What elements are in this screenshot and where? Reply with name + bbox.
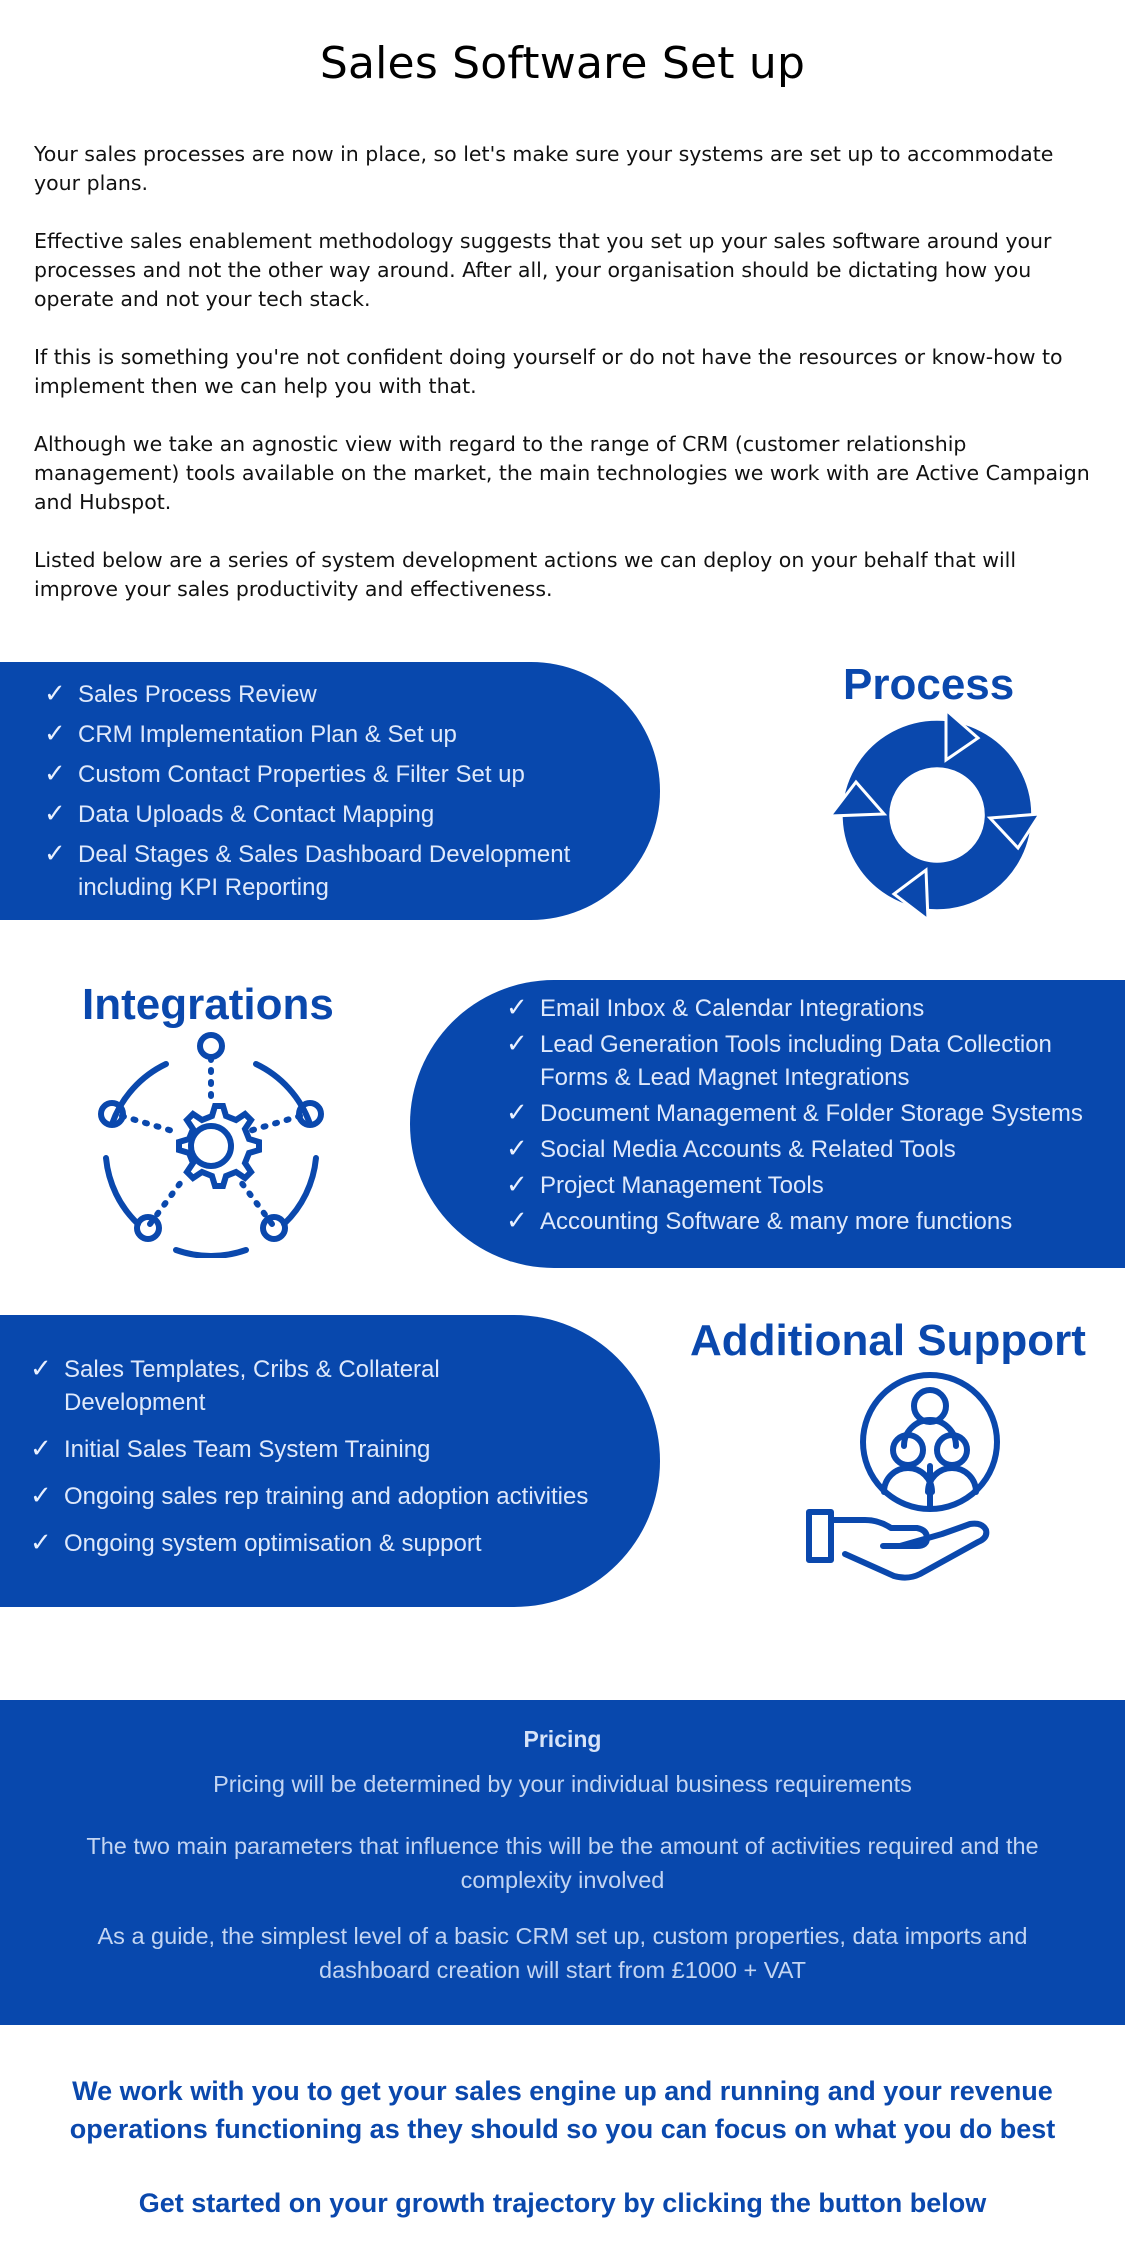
integrations-panel: ✓ Email Inbox & Calendar Integrations ✓ Le… <box>410 980 1125 1268</box>
list-item-label: Document Management & Folder Storage Sys… <box>540 1100 1083 1127</box>
intro-text: Your sales processes are now in place, s… <box>34 140 1094 633</box>
intro-paragraph: Although we take an agnostic view with r… <box>34 432 1090 514</box>
intro-paragraph: Listed below are a series of system deve… <box>34 548 1017 601</box>
intro-paragraph: If this is something you're not confiden… <box>34 345 1063 398</box>
checkmark-icon: ✓ <box>506 1170 528 1200</box>
pricing-panel: Pricing Pricing will be determined by yo… <box>0 1700 1125 2025</box>
checkmark-icon: ✓ <box>44 839 66 869</box>
list-item: ✓ Document Management & Folder Storage Sy… <box>506 1097 1125 1130</box>
list-item: ✓ Initial Sales Team System Training <box>30 1433 630 1466</box>
checkmark-icon: ✓ <box>44 719 66 749</box>
checkmark-icon: ✓ <box>30 1528 52 1558</box>
list-item-label: Deal Stages & Sales Dashboard Developmen… <box>78 841 571 901</box>
checkmark-icon: ✓ <box>506 1206 528 1236</box>
list-item: ✓ Sales Process Review <box>44 678 618 711</box>
closing-cta-text: Get started on your growth trajectory by… <box>138 2188 987 2218</box>
checkmark-icon: ✓ <box>506 993 528 1023</box>
list-item: ✓ Custom Contact Properties & Filter Set … <box>44 758 618 791</box>
list-item: ✓ Lead Generation Tools including Data Co… <box>506 1028 1100 1094</box>
pricing-title: Pricing <box>523 1726 602 1752</box>
list-item-label: CRM Implementation Plan & Set up <box>78 721 457 748</box>
list-item: ✓ Sales Templates, Cribs & Collateral Dev… <box>30 1353 494 1419</box>
support-heading: Additional Support <box>690 1316 1086 1365</box>
list-item-label: Sales Templates, Cribs & Collateral Deve… <box>64 1356 440 1416</box>
list-item: ✓ Data Uploads & Contact Mapping <box>44 798 618 831</box>
list-item: ✓ CRM Implementation Plan & Set up <box>44 718 618 751</box>
list-item-label: Lead Generation Tools including Data Col… <box>540 1031 1052 1091</box>
support-panel: ✓ Sales Templates, Cribs & Collateral Dev… <box>0 1315 660 1607</box>
list-item: ✓ Email Inbox & Calendar Integrations <box>506 992 1106 1025</box>
checkmark-icon: ✓ <box>506 1098 528 1128</box>
integrations-heading: Integrations <box>82 980 334 1029</box>
list-item-label: Ongoing sales rep training and adoption … <box>64 1483 589 1510</box>
list-item: ✓ Project Management Tools <box>506 1169 1106 1202</box>
checkmark-icon: ✓ <box>30 1434 52 1464</box>
page-title: Sales Software Set up <box>319 38 806 89</box>
list-item-label: Ongoing system optimisation & support <box>64 1530 482 1557</box>
list-item: ✓ Ongoing system optimisation & support <box>30 1527 630 1560</box>
process-panel: ✓ Sales Process Review ✓ CRM Implementatio… <box>0 662 660 920</box>
checkmark-icon: ✓ <box>30 1354 52 1384</box>
list-item: ✓ Ongoing sales rep training and adoption… <box>30 1480 630 1513</box>
checkmark-icon: ✓ <box>506 1134 528 1164</box>
intro-paragraph: Effective sales enablement methodology s… <box>34 229 1052 311</box>
list-item-label: Initial Sales Team System Training <box>64 1436 431 1463</box>
list-item-label: Sales Process Review <box>78 681 317 708</box>
pricing-paragraph: The two main parameters that influence t… <box>86 1833 1039 1893</box>
checkmark-icon: ✓ <box>44 759 66 789</box>
support-list: ✓ Sales Templates, Cribs & Collateral Dev… <box>30 1353 630 1574</box>
cycle-arrows-icon <box>828 710 1043 920</box>
list-item-label: Email Inbox & Calendar Integrations <box>540 995 925 1022</box>
gear-network-icon <box>98 1032 324 1258</box>
checkmark-icon: ✓ <box>44 679 66 709</box>
list-item: ✓ Social Media Accounts & Related Tools <box>506 1133 1106 1166</box>
process-list: ✓ Sales Process Review ✓ CRM Implementatio… <box>44 678 618 911</box>
list-item-label: Social Media Accounts & Related Tools <box>540 1136 956 1163</box>
list-item: ✓ Accounting Software & many more functio… <box>506 1205 1106 1238</box>
checkmark-icon: ✓ <box>506 1029 528 1059</box>
process-heading: Process <box>843 660 1015 709</box>
hand-people-icon <box>806 1372 1000 1581</box>
list-item-label: Project Management Tools <box>540 1172 824 1199</box>
list-item-label: Data Uploads & Contact Mapping <box>78 801 435 828</box>
pricing-paragraph: Pricing will be determined by your indiv… <box>213 1771 912 1797</box>
checkmark-icon: ✓ <box>44 799 66 829</box>
closing-statement: We work with you to get your sales engin… <box>69 2076 1056 2144</box>
list-item: ✓ Deal Stages & Sales Dashboard Developme… <box>44 838 618 904</box>
intro-paragraph: Your sales processes are now in place, s… <box>34 142 1054 195</box>
integrations-list: ✓ Email Inbox & Calendar Integrations ✓ Le… <box>506 992 1106 1241</box>
checkmark-icon: ✓ <box>30 1481 52 1511</box>
list-item-label: Accounting Software & many more function… <box>540 1208 1013 1235</box>
list-item-label: Custom Contact Properties & Filter Set u… <box>78 761 525 788</box>
pricing-paragraph: As a guide, the simplest level of a basi… <box>97 1923 1028 1983</box>
